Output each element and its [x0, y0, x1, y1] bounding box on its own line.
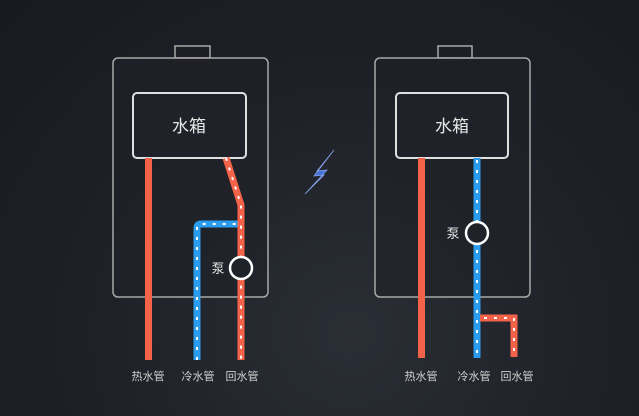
return-water-pipe: [480, 314, 518, 357]
unit-cap: [437, 45, 473, 59]
return-pipe-label: 回水管: [501, 369, 534, 383]
cold-pipe-label: 冷水管: [182, 369, 215, 383]
pump-icon: [464, 220, 490, 246]
tank-label: 水箱: [172, 117, 206, 137]
right-unit: 水箱 泵 热水管 冷水管 回水管: [374, 45, 534, 383]
hot-pipe-label: 热水管: [405, 369, 438, 383]
return-pipe-label: 回水管: [226, 369, 259, 383]
tank-label: 水箱: [435, 117, 469, 137]
pump-label: 泵: [211, 262, 224, 277]
left-unit: 水箱 泵 热水管 冷水管 回水管: [112, 45, 269, 383]
return-flow-arrows: [225, 157, 242, 360]
pump-label: 泵: [446, 227, 459, 242]
cold-pipe-label: 冷水管: [458, 369, 491, 383]
water-tank: [132, 92, 247, 159]
lightning-icon: [304, 149, 335, 195]
hot-pipe-label: 热水管: [132, 369, 165, 383]
cold-flow-arrows: [196, 223, 240, 360]
water-tank: [395, 92, 509, 159]
pump-icon: [228, 255, 254, 281]
return-flow-arrows: [484, 317, 515, 357]
unit-cap: [174, 45, 211, 59]
